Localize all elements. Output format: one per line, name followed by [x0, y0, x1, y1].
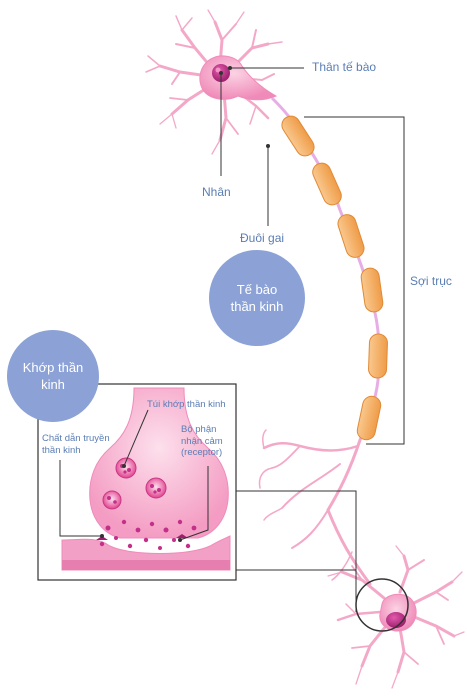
receptor-label-line2: nhận cảm — [181, 436, 223, 448]
axon-label: Sợi trục — [410, 274, 452, 288]
cell-body-label: Thân tế bào — [312, 60, 376, 74]
nucleus-label: Nhân — [202, 185, 231, 199]
vesicle-label: Túi khớp thần kinh — [147, 399, 226, 411]
receptor-label-line3: (receptor) — [181, 447, 223, 459]
neuron-bubble-line2: thần kinh — [231, 298, 284, 315]
connector-line-bottom — [236, 570, 356, 612]
axon-terminals — [260, 430, 371, 584]
neurotransmitter-label-line2: thần kinh — [42, 445, 110, 457]
synapse-bubble: Khớp thần kinh — [7, 330, 99, 422]
neurotransmitter-label: Chất dẫn truyền thần kinh — [42, 433, 110, 456]
dendrite-label: Đuôi gai — [240, 231, 284, 245]
neuron-bubble: Tế bào thần kinh — [209, 250, 305, 346]
neuron-bubble-line1: Tế bào — [231, 281, 284, 298]
synapse-bubble-line2: kinh — [23, 376, 84, 393]
receptor-label: Bộ phận nhận cảm (receptor) — [181, 424, 223, 459]
synapse-bubble-line1: Khớp thần — [23, 359, 84, 376]
neurotransmitter-label-line1: Chất dẫn truyền — [42, 433, 110, 445]
receptor-label-line1: Bộ phận — [181, 424, 223, 436]
